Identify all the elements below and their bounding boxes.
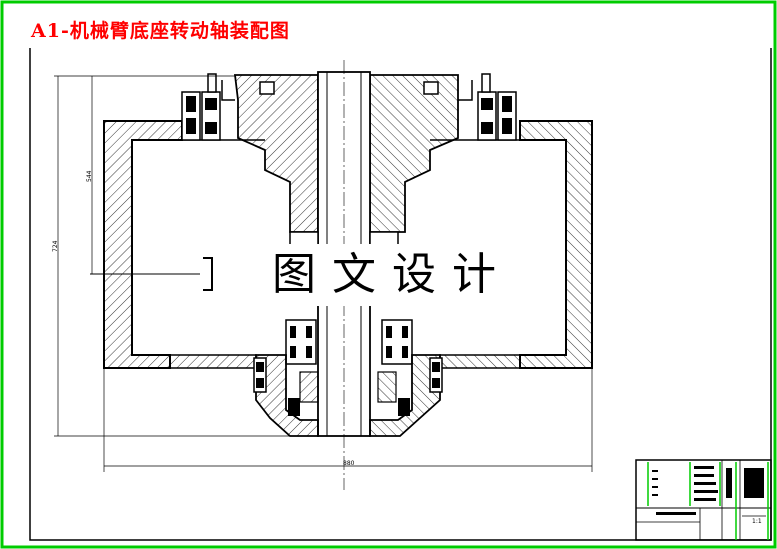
dimension-inner-height: 544	[86, 170, 93, 182]
top-right-bolts	[477, 73, 517, 141]
dimension-outer-height: 724	[52, 240, 59, 252]
title-block-scale: 1:1	[752, 518, 762, 525]
watermark-text: 图文设计	[226, 244, 558, 306]
housing	[103, 120, 593, 369]
top-left-bolts	[181, 73, 221, 141]
bottom-bearing-assembly	[253, 319, 443, 437]
title-block	[635, 459, 772, 541]
dimension-lines	[54, 75, 593, 472]
dimension-total-width: 880	[343, 460, 355, 467]
inner-frame	[29, 48, 772, 541]
title-block-fill	[652, 466, 764, 515]
drawing-title: A1-机械臂底座转动轴装配图	[31, 20, 290, 42]
